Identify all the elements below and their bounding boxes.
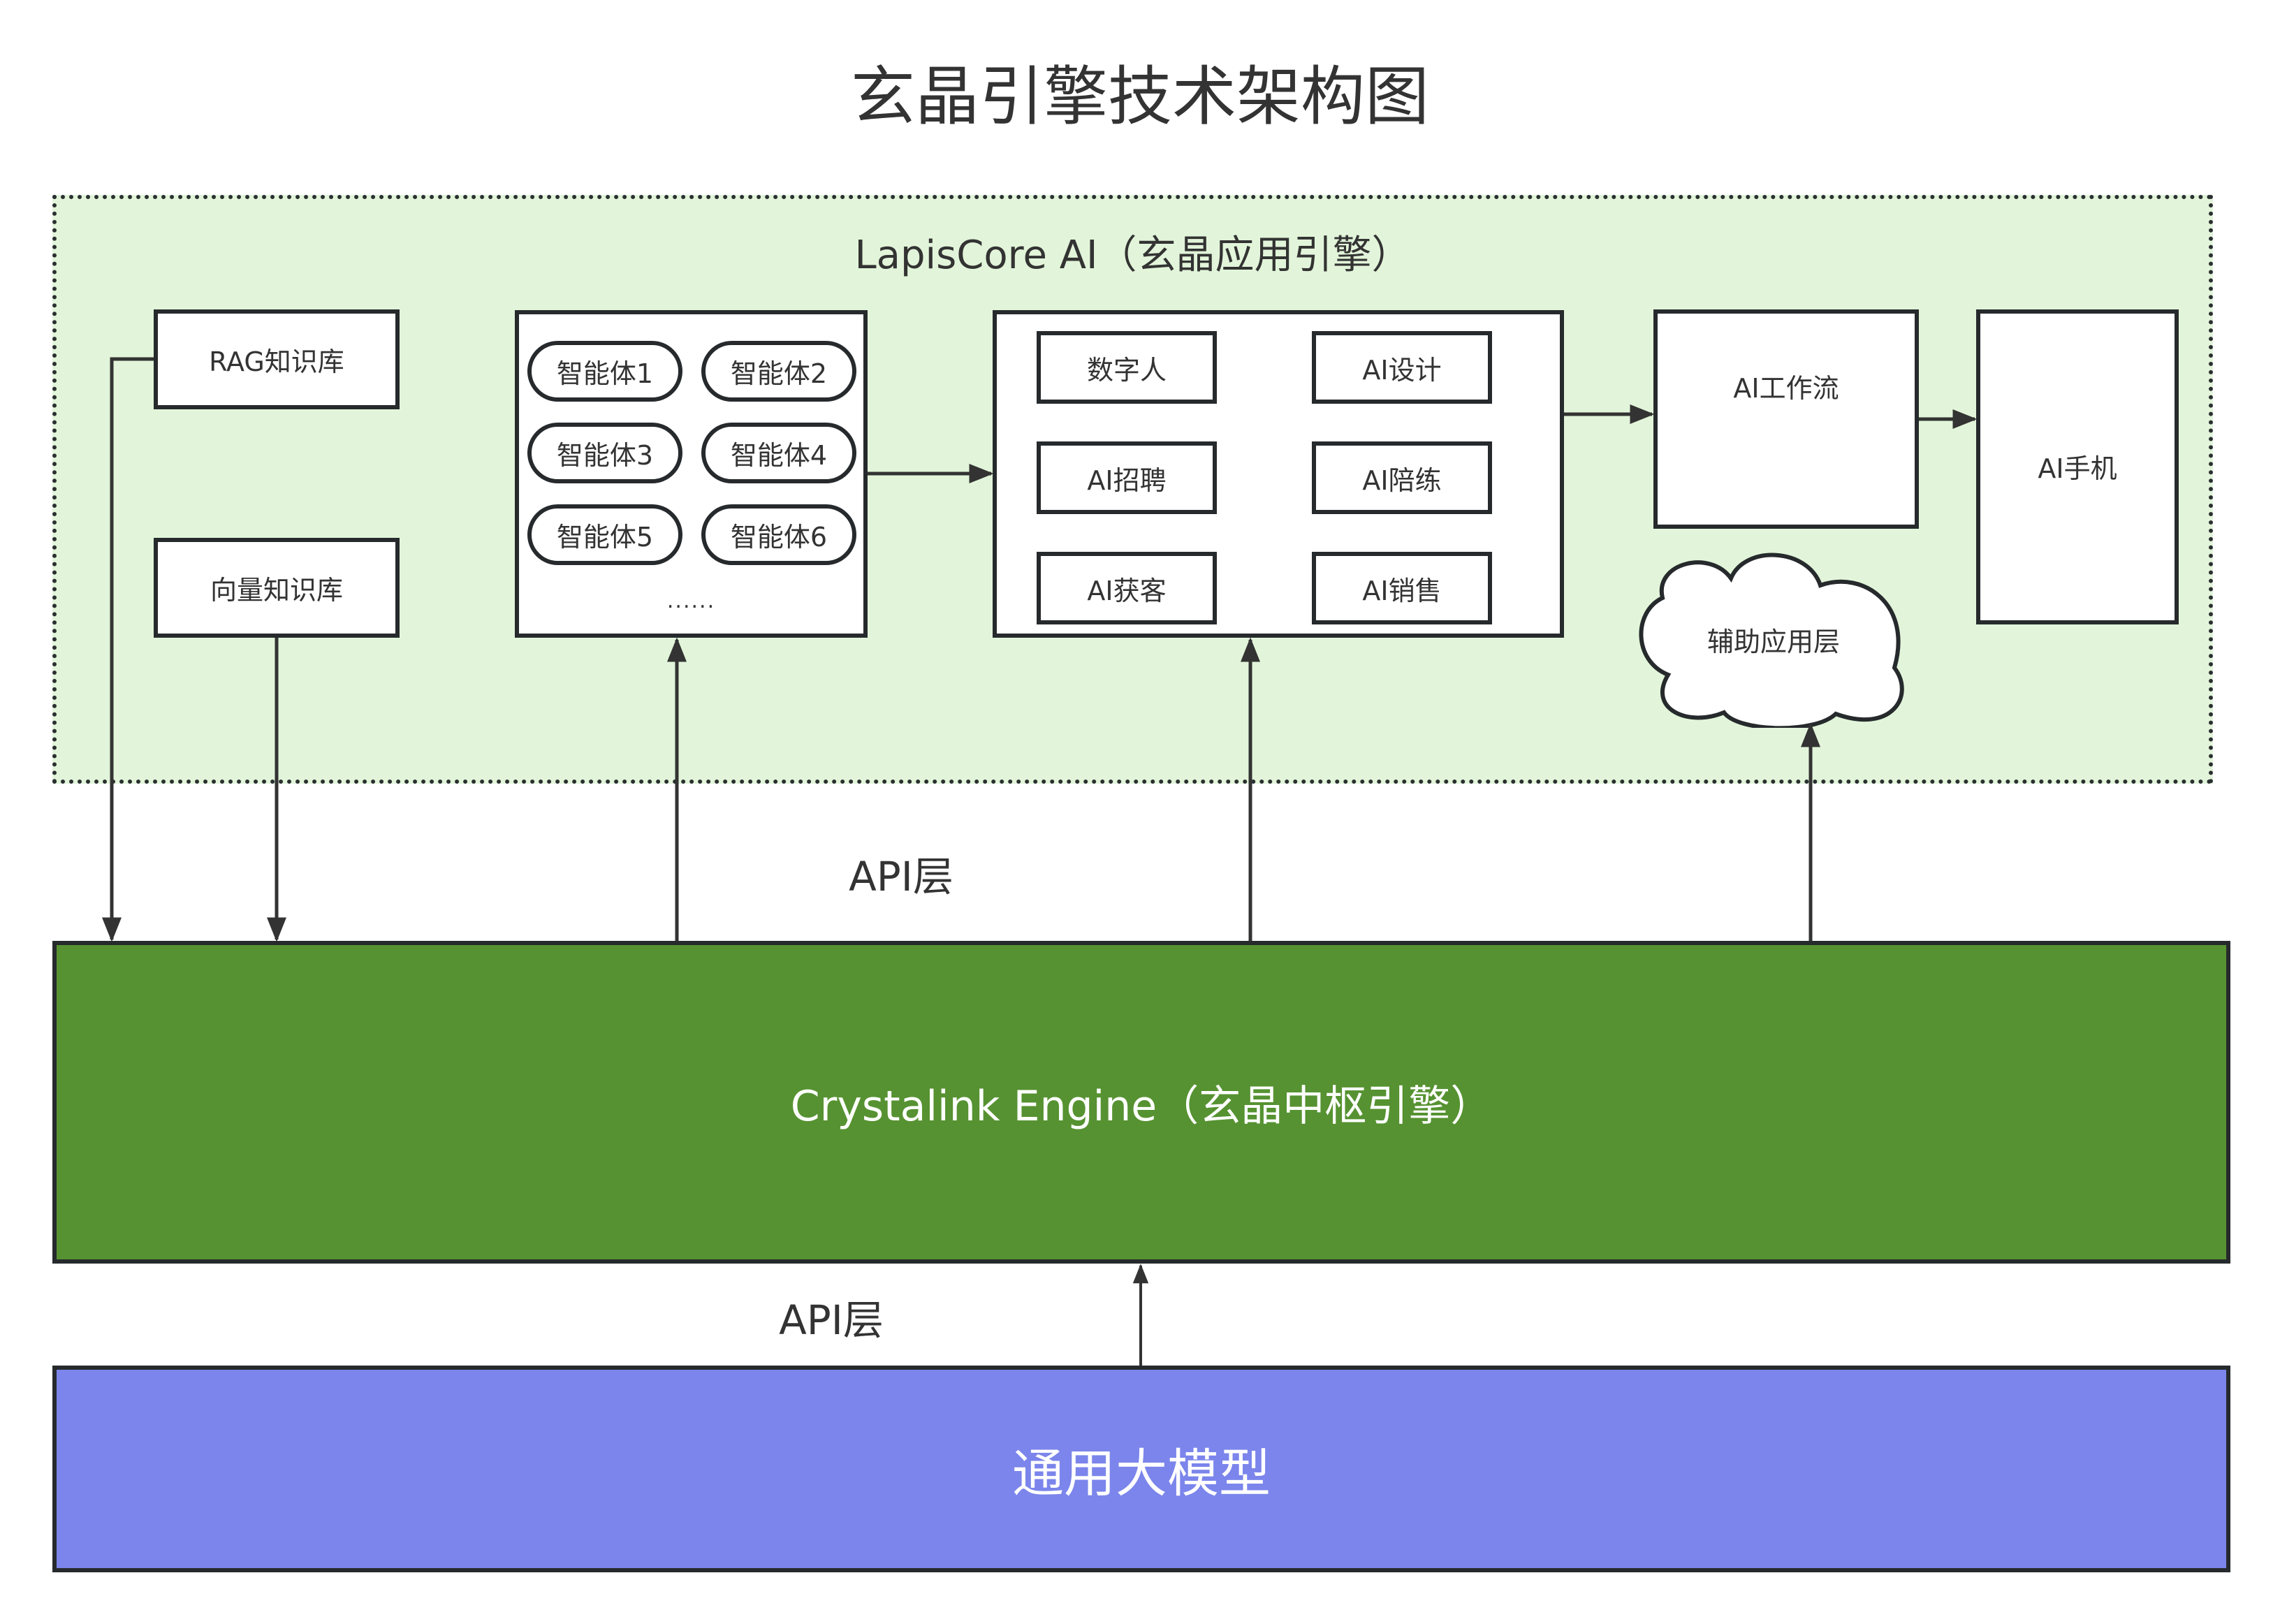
agent-pill[interactable]: 智能体3 — [527, 423, 682, 483]
rag-knowledge-base-label: RAG知识库 — [209, 346, 344, 377]
agent-label: 智能体5 — [556, 522, 654, 553]
agent-pill[interactable]: 智能体5 — [527, 504, 682, 565]
ai-phone-box[interactable]: AI手机 — [1976, 309, 2179, 624]
agent-label: 智能体4 — [730, 440, 828, 471]
app-box[interactable]: AI销售 — [1312, 552, 1492, 624]
app-box[interactable]: AI设计 — [1312, 331, 1492, 404]
diagram-title: 玄晶引擎技术架构图 — [850, 59, 1429, 134]
crystalink-engine-block[interactable]: Crystalink Engine（玄晶中枢引擎） — [52, 941, 2230, 1264]
rag-knowledge-base[interactable]: RAG知识库 — [154, 309, 400, 409]
app-label: AI招聘 — [1087, 464, 1167, 496]
agent-label: 智能体6 — [730, 522, 828, 553]
crystalink-engine-label: Crystalink Engine（玄晶中枢引擎） — [790, 1081, 1493, 1131]
app-label: AI陪练 — [1362, 464, 1442, 496]
agent-label: 智能体3 — [556, 440, 654, 471]
application-layer-title: LapisCore AI（玄晶应用引擎） — [854, 232, 1411, 278]
agent-pill[interactable]: 智能体4 — [701, 423, 856, 483]
app-box[interactable]: AI招聘 — [1037, 441, 1217, 514]
general-llm-block[interactable]: 通用大模型 — [52, 1366, 2230, 1572]
app-box[interactable]: 数字人 — [1037, 331, 1217, 404]
agent-pill[interactable]: 智能体1 — [527, 341, 682, 402]
agent-label: 智能体1 — [556, 358, 654, 389]
app-label: AI设计 — [1362, 354, 1442, 386]
agent-pill[interactable]: 智能体6 — [701, 504, 856, 565]
more-agents-ellipsis: ...... — [666, 588, 716, 613]
vector-knowledge-base[interactable]: 向量知识库 — [154, 538, 400, 638]
app-box[interactable]: AI陪练 — [1312, 441, 1492, 514]
app-label: AI获客 — [1087, 575, 1167, 606]
general-llm-label: 通用大模型 — [1012, 1443, 1271, 1504]
app-label: 数字人 — [1086, 354, 1167, 386]
api-layer-label-upper: API层 — [849, 853, 953, 900]
ai-workflow-box[interactable]: AI工作流 — [1653, 309, 1919, 529]
ai-phone-label: AI手机 — [2038, 453, 2117, 484]
app-box[interactable]: AI获客 — [1037, 552, 1217, 624]
agent-pill[interactable]: 智能体2 — [701, 341, 856, 402]
auxiliary-layer-label: 辅助应用层 — [1707, 626, 1840, 657]
app-label: AI销售 — [1362, 575, 1442, 606]
auxiliary-cloud-icon — [1639, 553, 1904, 728]
agent-label: 智能体2 — [730, 358, 828, 389]
api-layer-label-lower: API层 — [779, 1296, 884, 1344]
vector-knowledge-base-label: 向量知识库 — [210, 575, 343, 606]
ai-workflow-label: AI工作流 — [1733, 372, 1839, 404]
